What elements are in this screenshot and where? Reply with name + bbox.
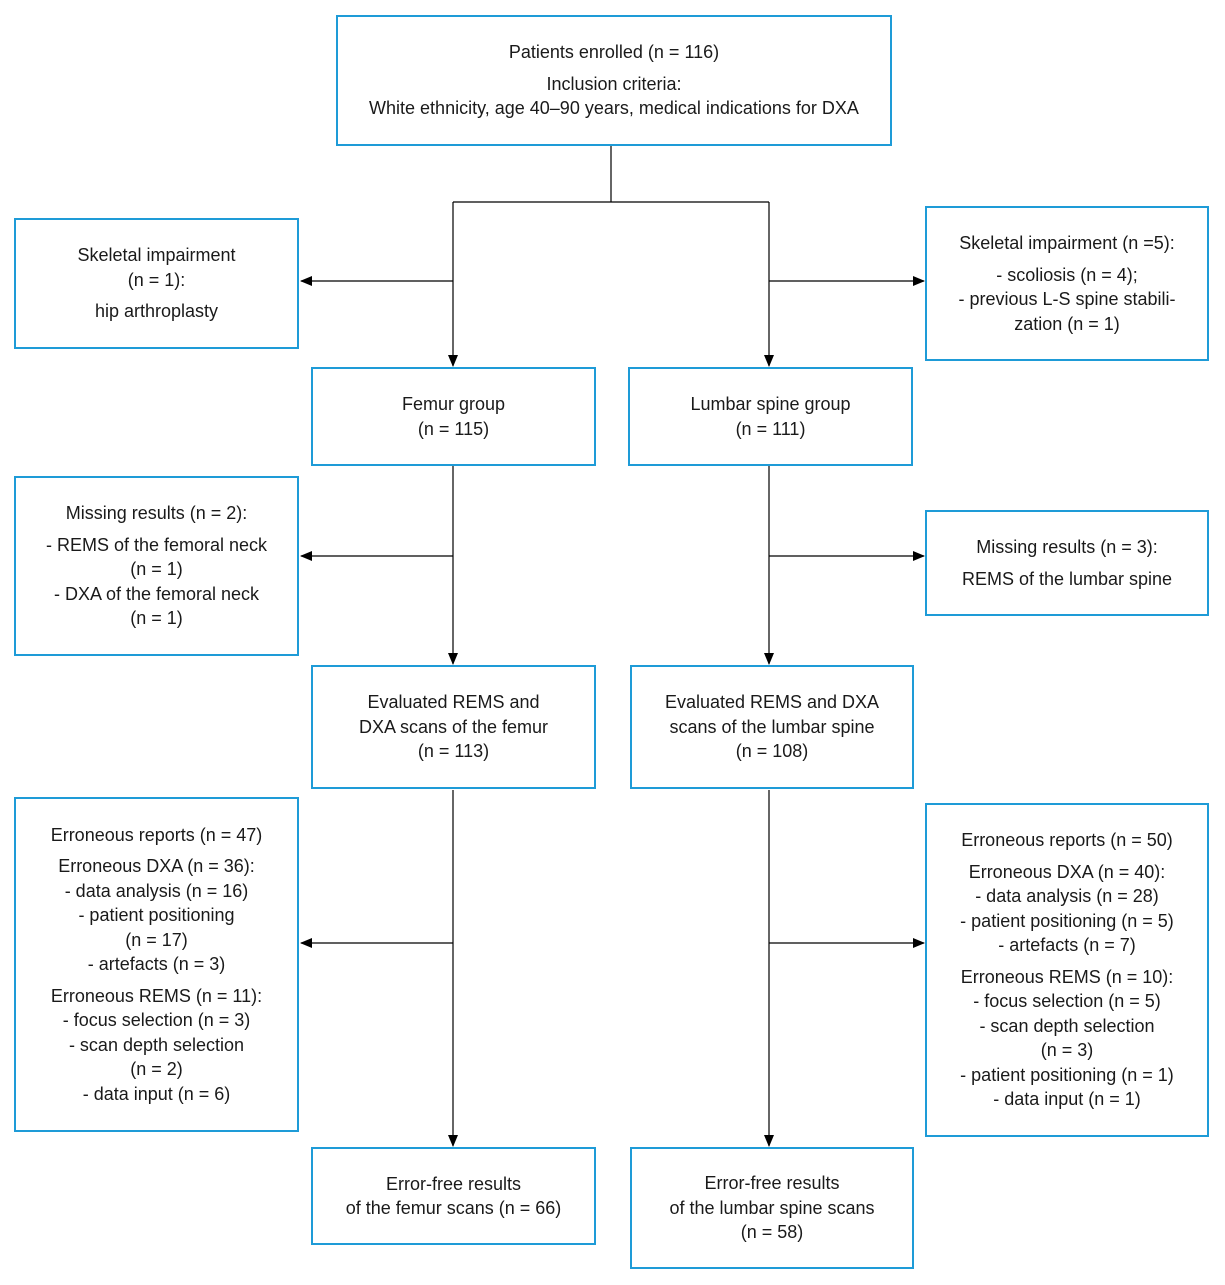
spine-evaluated-count: (n = 108) [735, 741, 809, 762]
spine-excluded-item1: - scoliosis (n = 4); [996, 264, 1138, 285]
spine-errors-rems-item2-count: (n = 3) [1040, 1040, 1094, 1061]
femur-missing-item2-count: (n = 1) [130, 608, 183, 629]
spine-missing-detail: REMS of the lumbar spine [961, 568, 1173, 589]
inclusion-criteria-text: White ethnicity, age 40–90 years, medica… [369, 98, 859, 119]
femur-evaluated-line2: DXA scans of the femur [358, 716, 549, 737]
femur-group-count: (n = 115) [417, 418, 490, 439]
spine-final-count: (n = 58) [740, 1222, 804, 1243]
femur-excluded-count: (n = 1): [127, 269, 186, 290]
femur-group-title: Femur group [401, 394, 506, 414]
spine-evaluated-box: Evaluated REMS and DXA scans of the lumb… [630, 665, 914, 789]
femur-excluded-box: Skeletal impairment (n = 1): hip arthrop… [14, 218, 299, 349]
femur-evaluated-line1: Evaluated REMS and [367, 692, 540, 713]
femur-errors-rems: Erroneous REMS (n = 11): [50, 985, 263, 1006]
femur-evaluated-count: (n = 113) [417, 741, 490, 762]
spine-errors-rems-item1: - focus selection (n = 5) [973, 991, 1161, 1012]
spine-group-box: Lumbar spine group (n = 111) [628, 367, 913, 466]
femur-errors-dxa-item2: - patient positioning [78, 905, 235, 926]
femur-errors-dxa-item3: - artefacts (n = 3) [87, 954, 226, 975]
femur-missing-item1: - REMS of the femoral neck [45, 534, 268, 555]
femur-final-line2: of the femur scans (n = 66) [345, 1198, 562, 1218]
spine-errors-box: Erroneous reports (n = 50) Erroneous DXA… [925, 803, 1209, 1137]
femur-final-line1: Error-free results [385, 1173, 522, 1194]
spine-errors-reports: Erroneous reports (n = 50) [961, 830, 1173, 851]
spine-final-line2: of the lumbar spine scans [669, 1197, 875, 1218]
femur-group-box: Femur group (n = 115) [311, 367, 596, 466]
spine-group-title: Lumbar spine group [690, 394, 851, 414]
femur-excluded-detail: hip arthroplasty [94, 301, 219, 322]
spine-errors-rems: Erroneous REMS (n = 10): [960, 966, 1174, 987]
spine-errors-rems-item4: - data input (n = 1) [993, 1089, 1141, 1110]
spine-excluded-title: Skeletal impairment (n =5): [959, 233, 1175, 253]
femur-errors-dxa-item1: - data analysis (n = 16) [64, 880, 249, 901]
spine-missing-title: Missing results (n = 3): [976, 537, 1158, 557]
femur-errors-rems-item2-count: (n = 2) [130, 1059, 183, 1080]
femur-missing-title: Missing results (n = 2): [65, 503, 248, 524]
femur-errors-rems-item3: - data input (n = 6) [82, 1083, 231, 1104]
spine-errors-rems-item3: - patient positioning (n = 1) [960, 1064, 1174, 1085]
spine-errors-dxa-item1: - data analysis (n = 28) [975, 886, 1159, 907]
spine-final-box: Error-free results of the lumbar spine s… [630, 1147, 914, 1269]
enrolled-title: Patients enrolled (n = 116) [508, 42, 720, 63]
femur-excluded-title: Skeletal impairment [77, 245, 236, 266]
femur-errors-dxa: Erroneous DXA (n = 36): [58, 856, 255, 877]
spine-final-line1: Error-free results [704, 1173, 840, 1194]
femur-errors-reports: Erroneous reports (n = 47) [50, 824, 263, 845]
femur-missing-item2: - DXA of the femoral neck [53, 583, 260, 604]
spine-evaluated-line2: scans of the lumbar spine [669, 716, 875, 737]
spine-evaluated-line1: Evaluated REMS and DXA [664, 692, 880, 713]
femur-errors-rems-item1: - focus selection (n = 3) [62, 1010, 251, 1031]
femur-errors-box: Erroneous reports (n = 47) Erroneous DXA… [14, 797, 299, 1132]
spine-excluded-item2: - previous L-S spine stabili- [958, 289, 1176, 309]
spine-group-count: (n = 111) [735, 418, 806, 439]
femur-missing-box: Missing results (n = 2): - REMS of the f… [14, 476, 299, 656]
femur-missing-item1-count: (n = 1) [130, 559, 183, 580]
spine-missing-box: Missing results (n = 3): REMS of the lum… [925, 510, 1209, 616]
spine-errors-dxa-item2: - patient positioning (n = 5) [960, 910, 1174, 931]
spine-excluded-box: Skeletal impairment (n =5): - scoliosis … [925, 206, 1209, 361]
femur-final-box: Error-free results of the femur scans (n… [311, 1147, 596, 1245]
spine-errors-dxa-item3: - artefacts (n = 7) [998, 935, 1136, 956]
spine-excluded-item2-cont: zation (n = 1) [1014, 313, 1120, 334]
enrolled-box: Patients enrolled (n = 116) Inclusion cr… [336, 15, 892, 146]
femur-errors-dxa-item2-count: (n = 17) [125, 929, 188, 950]
inclusion-criteria-label: Inclusion criteria: [546, 73, 682, 94]
femur-errors-rems-item2: - scan depth selection [68, 1034, 245, 1055]
femur-evaluated-box: Evaluated REMS and DXA scans of the femu… [311, 665, 596, 789]
spine-errors-dxa: Erroneous DXA (n = 40): [968, 861, 1166, 882]
spine-errors-rems-item2: - scan depth selection [979, 1015, 1155, 1036]
